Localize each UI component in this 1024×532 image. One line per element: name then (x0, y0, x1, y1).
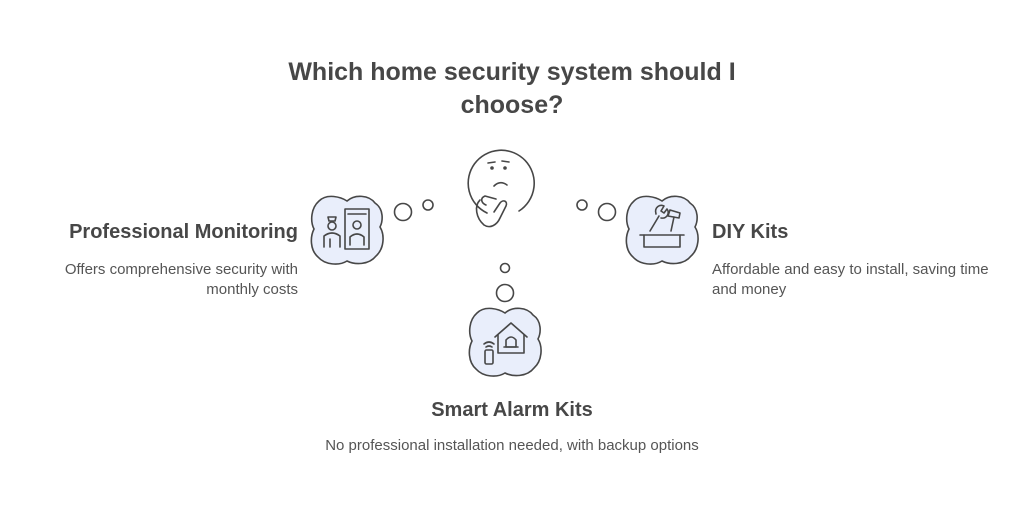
bubble-large-left (393, 202, 413, 222)
smart-alarm-kits-description: No professional installation needed, wit… (325, 437, 699, 454)
thought-bubbles-left (393, 199, 434, 222)
security-guard-icon (310, 195, 384, 265)
thought-bubbles-right (576, 199, 617, 222)
bubble-large-bottom (495, 283, 515, 303)
professional-monitoring-title: Professional Monitoring (69, 221, 298, 243)
diy-kits-description: Affordable and easy to install, saving t… (712, 261, 989, 298)
bubble-small-left (422, 199, 434, 211)
bubble-large-right (597, 202, 617, 222)
page-title: Which home security system should I choo… (288, 58, 736, 119)
bubble-small-right (576, 199, 588, 211)
diy-kits-title: DIY Kits (712, 221, 789, 243)
toolbox-icon (625, 195, 699, 265)
thought-bubbles-bottom (495, 262, 515, 303)
smart-alarm-kits-title: Smart Alarm Kits (431, 399, 593, 421)
professional-monitoring-description: Offers comprehensive security with month… (64, 261, 298, 298)
thinking-face-icon (467, 149, 535, 228)
smart-home-alarm-icon (468, 307, 542, 377)
bubble-small-bottom (499, 262, 511, 274)
